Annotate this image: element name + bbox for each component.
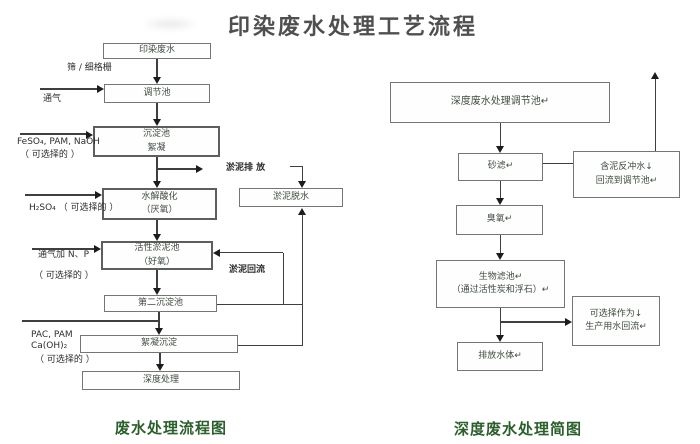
line-discharge-bend-v bbox=[302, 166, 303, 181]
connector-ozone-to-biofilter bbox=[500, 235, 501, 254]
label-pac: PAC, PAM Ca(OH)₂ bbox=[31, 330, 73, 351]
arrowhead-down-icon bbox=[153, 234, 161, 241]
connector-regulating-to-sand bbox=[500, 123, 501, 147]
box-dyeing-wastewater: 印染废水 bbox=[103, 43, 211, 59]
arrowhead-right-icon bbox=[94, 245, 101, 253]
box-biofilter: 生物滤池↵ （通过活性炭和浮石）↵ bbox=[436, 260, 565, 308]
box-sludge-dewatering: 淤泥脱水 bbox=[239, 188, 343, 207]
arrowhead-down-icon bbox=[298, 181, 306, 188]
arrowhead-down-icon bbox=[153, 181, 161, 188]
line-sand-to-backwash bbox=[543, 163, 573, 164]
line-h2so4-inflow bbox=[25, 194, 95, 196]
box-discharge-water: 排放水体↵ bbox=[457, 342, 543, 371]
box-advanced-treatment: 深度处理 bbox=[82, 371, 240, 390]
label-aeration: 通气 bbox=[43, 94, 62, 104]
arrowhead-up-icon bbox=[298, 208, 306, 215]
arrowhead-down-icon bbox=[496, 146, 504, 153]
box-production-water-reuse: 可选择作为↓ 生产用水回流↵ bbox=[572, 296, 660, 346]
label-feso4: FeSO₄, PAM, NaOH bbox=[17, 137, 100, 147]
box-backwash-return: 含泥反冲水↓ 回流到调节池↵ bbox=[573, 151, 680, 198]
line-backwash-return-up bbox=[655, 79, 656, 151]
arrowhead-down-icon bbox=[156, 364, 164, 371]
arrowhead-down-icon bbox=[496, 198, 504, 205]
page-title: 印染废水处理工艺流程 bbox=[228, 15, 479, 40]
arrowhead-right-icon bbox=[86, 131, 93, 139]
label-optional-3: （ 可选择的 ） bbox=[35, 355, 95, 365]
label-optional-2: （ 可选择的 ） bbox=[34, 271, 94, 281]
line-pac-inflow bbox=[22, 320, 159, 322]
box-ozone: 臭氧↵ bbox=[456, 205, 543, 235]
label-h2so4: H₂SO₄ （ 可选择的 ） bbox=[29, 203, 119, 213]
line-sludge-riser bbox=[302, 214, 303, 346]
arrowhead-right-icon bbox=[97, 85, 104, 93]
box-sedimentation-tank: 沉淀池 絮凝 bbox=[93, 126, 220, 157]
line-sludge-return-h bbox=[220, 252, 283, 253]
line-sludge-discharge bbox=[157, 168, 196, 170]
box-deep-regulating-tank: 深度废水处理调节池↵ bbox=[390, 82, 610, 123]
label-aeration-np: 通气加 N、P bbox=[38, 250, 90, 260]
box-activated-sludge-tank: 活性淤泥池 （好氧） bbox=[101, 241, 213, 270]
connector-regulating-to-sedimentation bbox=[156, 103, 158, 120]
label-sludge-return: 淤泥回流 bbox=[229, 265, 266, 275]
arrowhead-left-icon bbox=[213, 249, 220, 257]
arrowhead-down-icon bbox=[153, 288, 161, 295]
connector-secondary-to-flocculation bbox=[158, 312, 160, 329]
arrowhead-down-icon bbox=[155, 328, 163, 335]
label-optional-1: （ 可选择的 ） bbox=[20, 150, 80, 160]
line-sludge-return-v bbox=[283, 253, 284, 305]
connector-sand-to-ozone bbox=[500, 181, 501, 199]
box-hydrolysis-acidification: 水解酸化 （厌氧） bbox=[102, 188, 217, 220]
connector-sludge-tank-to-secondary bbox=[156, 270, 158, 289]
line-secondary-sludge bbox=[217, 304, 303, 305]
box-regulating-tank: 调节池 bbox=[104, 84, 210, 103]
arrowhead-down-icon bbox=[496, 253, 504, 260]
arrowhead-right-icon bbox=[196, 165, 203, 173]
label-sludge-discharge: 淤泥排 放 bbox=[226, 163, 266, 173]
line-discharge-bend-h bbox=[290, 166, 303, 167]
arrowhead-right-icon bbox=[95, 191, 102, 199]
arrowhead-down-icon bbox=[153, 77, 161, 84]
watermark-smudge bbox=[140, 16, 200, 32]
arrowhead-down-icon bbox=[153, 119, 161, 126]
right-flow-caption: 深度废水处理简图 bbox=[454, 420, 583, 438]
connector-flocculation-to-advanced bbox=[159, 353, 161, 365]
left-flow-caption: 废水处理流程图 bbox=[115, 419, 228, 437]
line-aeration-inflow bbox=[40, 88, 97, 90]
arrowhead-down-icon bbox=[496, 335, 504, 342]
line-biofilter-to-reuse bbox=[500, 321, 565, 323]
box-secondary-sedimentation: 第二沉淀池 bbox=[104, 295, 217, 312]
box-flocculation-sedimentation: 絮凝沉淀 bbox=[80, 335, 238, 353]
connector-hydrolysis-to-sludge-tank bbox=[156, 220, 158, 235]
line-np-inflow bbox=[32, 248, 94, 250]
arrowhead-up-icon bbox=[651, 72, 659, 79]
arrowhead-right-icon bbox=[565, 318, 572, 326]
connector-source-to-regulating bbox=[156, 59, 158, 78]
box-sand-filter: 砂滤↵ bbox=[458, 153, 543, 181]
line-flocculation-sludge bbox=[238, 345, 303, 346]
line-feso4-inflow bbox=[20, 133, 86, 135]
label-screen: 筛 / 细格栅 bbox=[67, 63, 112, 73]
